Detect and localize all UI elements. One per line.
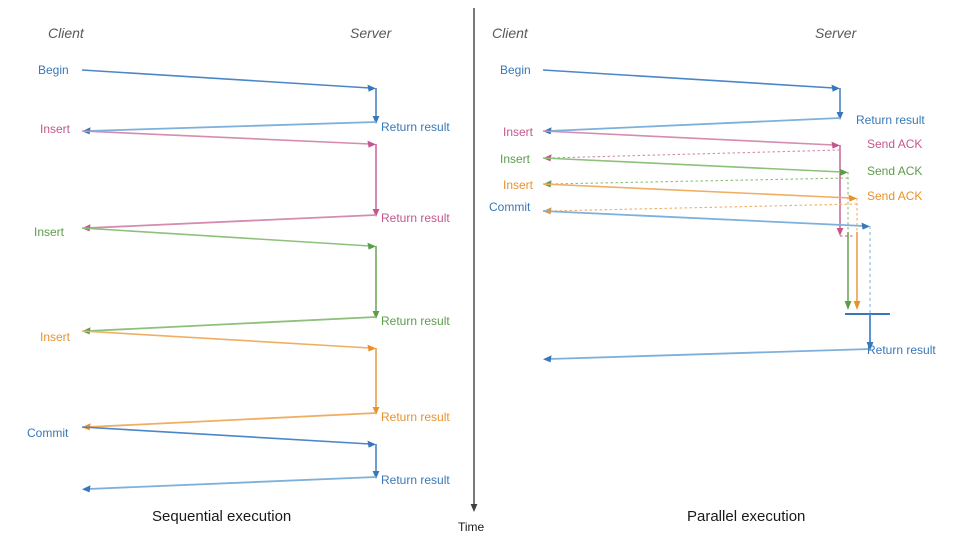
left-server-label-return-5: Return result [381, 473, 450, 487]
right-commit-request-arrowhead [861, 222, 870, 230]
right-begin-response-line [548, 117, 841, 132]
left-insert2-request-arrowhead [367, 242, 376, 250]
left-server-label-return-4: Return result [381, 410, 450, 424]
right-insert1-request-line [542, 130, 835, 146]
right-insert2-ack-line [548, 177, 849, 185]
right-client-label-insert-2: Insert [500, 152, 531, 166]
right-flow-commit [542, 210, 890, 363]
right-flow-insert-1 [542, 130, 853, 237]
right-commit-response-arrowhead [543, 355, 552, 363]
left-commit-hold-arrowhead [372, 471, 380, 479]
left-begin-hold-arrowhead [372, 116, 380, 124]
right-server-label-return-1: Return result [856, 113, 925, 127]
left-insert3-response-line [87, 412, 377, 428]
left-flow-insert-2 [81, 227, 380, 335]
left-insert3-hold-arrowhead [372, 407, 380, 415]
right-client-label-begin: Begin [500, 63, 531, 77]
left-client-actor-label: Client [48, 25, 85, 41]
left-client-label-insert-2: Insert [34, 225, 65, 239]
left-client-label-insert-3: Insert [40, 330, 71, 344]
left-insert3-request-line [81, 330, 371, 349]
left-begin-request-arrowhead [367, 84, 376, 92]
right-commit-request-line [542, 210, 865, 227]
right-client-actor-label: Client [492, 25, 529, 41]
right-insert2-request-line [542, 157, 843, 173]
left-client-label-commit: Commit [27, 426, 69, 440]
right-insert1-request-arrowhead [831, 141, 840, 149]
left-flow-insert-1 [81, 130, 380, 232]
left-server-label-return-1: Return result [381, 120, 450, 134]
left-panel-caption: Sequential execution [152, 508, 291, 525]
left-insert2-hold-arrowhead [372, 311, 380, 319]
right-begin-hold-arrowhead [836, 112, 844, 120]
right-flow-begin [542, 69, 844, 135]
right-client-message-labels: Begin Insert Insert Insert Commit [489, 63, 534, 214]
right-server-label-send-ack-2: Send ACK [867, 164, 922, 178]
right-insert3-ack-line [548, 203, 858, 212]
right-insert3-request-arrowhead [848, 194, 857, 202]
left-insert1-hold-arrowhead [372, 209, 380, 217]
right-flow-insert-3 [542, 183, 861, 310]
time-axis [470, 8, 478, 512]
left-flow-begin [81, 69, 380, 135]
right-client-label-insert-1: Insert [503, 125, 534, 139]
right-server-label-return-2: Return result [867, 343, 936, 357]
right-insert3-hold-arrowhead [853, 301, 861, 310]
right-insert1-ack-line [548, 149, 841, 159]
left-begin-request-line [81, 69, 371, 89]
right-server-message-labels: Return result Send ACK Send ACK Send ACK… [856, 113, 936, 357]
left-server-label-return-2: Return result [381, 211, 450, 225]
right-server-label-send-ack-3: Send ACK [867, 189, 922, 203]
left-insert1-request-line [81, 130, 371, 145]
left-insert3-request-arrowhead [367, 344, 376, 352]
left-insert2-response-line [87, 316, 377, 332]
right-server-label-send-ack-1: Send ACK [867, 137, 922, 151]
left-commit-request-arrowhead [367, 440, 376, 448]
right-commit-join-arrowhead [866, 342, 874, 351]
right-insert1-hold-arrowhead [836, 228, 844, 236]
right-insert2-request-arrowhead [839, 168, 848, 176]
right-client-label-insert-3: Insert [503, 178, 534, 192]
left-begin-response-line [87, 121, 377, 132]
left-flow-insert-3 [81, 330, 380, 431]
right-server-actor-label: Server [815, 25, 858, 41]
right-flow-insert-2 [542, 157, 852, 310]
left-server-label-return-3: Return result [381, 314, 450, 328]
left-client-message-labels: Begin Insert Insert Insert Commit [27, 63, 71, 440]
left-insert1-request-arrowhead [367, 140, 376, 148]
right-insert2-hold-arrowhead [844, 301, 852, 310]
left-commit-response-arrowhead [82, 485, 91, 493]
left-commit-response-line [87, 476, 377, 490]
right-client-label-commit: Commit [489, 200, 531, 214]
time-axis-label: Time [458, 520, 485, 534]
time-axis-arrowhead [470, 504, 478, 512]
right-begin-request-line [542, 69, 835, 89]
right-panel-caption: Parallel execution [687, 508, 805, 525]
left-server-actor-label: Server [350, 25, 393, 41]
left-server-message-labels: Return result Return result Return resul… [381, 120, 450, 487]
right-commit-response-line [548, 348, 871, 360]
right-insert3-request-line [542, 183, 852, 199]
left-client-label-begin: Begin [38, 63, 69, 77]
right-panel-flows [542, 69, 890, 363]
left-insert2-request-line [81, 227, 371, 247]
left-client-label-insert-1: Insert [40, 122, 71, 136]
right-begin-request-arrowhead [831, 84, 840, 92]
left-commit-request-line [81, 426, 371, 445]
left-insert1-response-line [87, 214, 377, 229]
left-panel-flows [81, 69, 380, 493]
left-flow-commit [81, 426, 380, 493]
